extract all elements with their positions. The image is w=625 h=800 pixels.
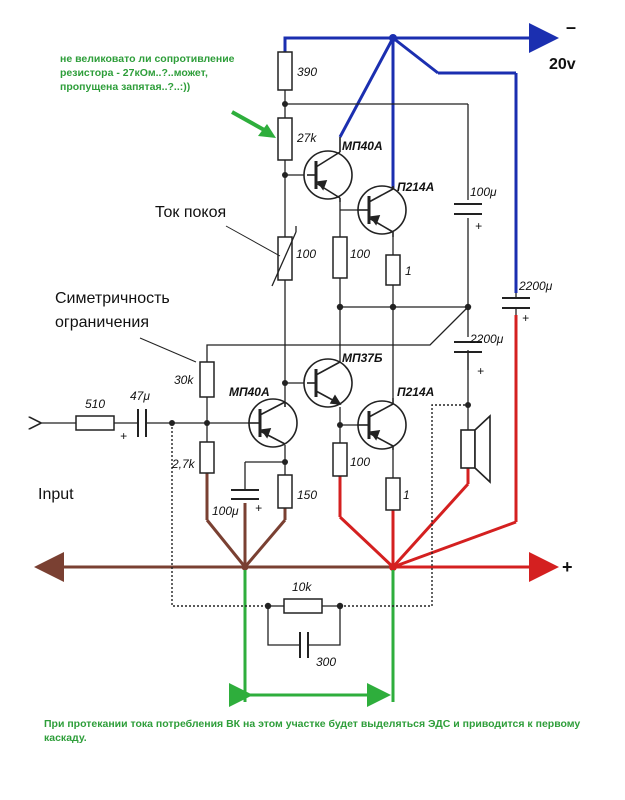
- feedback-section: [229, 570, 395, 707]
- feedback-note: При протекании тока потребления ВК на эт…: [44, 718, 581, 744]
- trimmer-100: [277, 236, 293, 281]
- label-100-lower: 100: [350, 455, 370, 469]
- label-plus: +: [562, 557, 573, 577]
- label-30k: 30k: [174, 373, 194, 387]
- label-510: 510: [85, 397, 105, 411]
- label-27k: 27k: [296, 131, 317, 145]
- label-cap-plus-4: +: [120, 429, 127, 443]
- junction-dots: [169, 101, 472, 610]
- rail-junction: [389, 563, 397, 571]
- resistor-30k: [199, 361, 215, 398]
- trimmer-arrow: [271, 226, 297, 287]
- label-q5: П214А: [397, 385, 434, 399]
- note-arrow: [231, 110, 276, 138]
- rail-junction: [241, 563, 249, 571]
- label-q1: МП40А: [342, 139, 383, 153]
- label-input: Input: [38, 486, 74, 503]
- label-symmetry-2: ограничения: [55, 314, 149, 331]
- transistor-q2: [357, 185, 407, 237]
- resistor-390: [277, 51, 293, 91]
- label-q4: МП40А: [229, 385, 270, 399]
- label-47u: 47μ: [130, 389, 150, 403]
- transistors: [248, 137, 407, 450]
- transistor-q4: [248, 398, 298, 448]
- resistor-100-upper: [332, 236, 348, 279]
- label-10k: 10k: [292, 580, 312, 594]
- label-trimmer-100: 100: [296, 247, 316, 261]
- resistor-10k: [283, 598, 323, 614]
- transistor-q5: [357, 398, 407, 450]
- wiring: [40, 90, 469, 646]
- capacitors: [137, 203, 530, 658]
- rail-junction: [389, 34, 397, 42]
- negative-rail: [283, 23, 559, 293]
- label-cap-plus-3: +: [477, 364, 484, 378]
- leader-lines: [139, 225, 281, 363]
- label-100u-lower: 100μ: [212, 504, 239, 518]
- label-2200u-right: 2200μ: [518, 279, 553, 293]
- label-minus: –: [566, 17, 576, 37]
- resistor-2-7k: [199, 441, 215, 474]
- cap-connection-wires: [467, 293, 517, 370]
- label-1-upper: 1: [405, 264, 412, 278]
- ground-rail: [34, 473, 393, 582]
- resistor-27k: [277, 117, 293, 161]
- label-cap-plus-5: +: [255, 501, 262, 515]
- label-100-upper: 100: [350, 247, 370, 261]
- label-quiescent-current: Ток покоя: [155, 204, 226, 221]
- label-390: 390: [297, 65, 317, 79]
- positive-rail: [338, 315, 559, 582]
- transistor-q1: [303, 137, 353, 202]
- label-voltage: 20v: [549, 56, 576, 73]
- label-symmetry-1: Симетричность: [55, 290, 170, 307]
- resistor-510: [75, 415, 115, 431]
- label-2-7k: 2,7k: [171, 457, 196, 471]
- dotted-wiring: [171, 404, 468, 607]
- transistor-q3: [303, 358, 353, 408]
- label-cap-plus-1: +: [475, 219, 482, 233]
- resistor-1-upper: [385, 254, 401, 286]
- resistor-note: не великовато ли сопротивление резистора…: [60, 53, 235, 93]
- label-q3: МП37Б: [342, 351, 383, 365]
- resistor-150: [277, 474, 293, 509]
- label-300: 300: [316, 655, 336, 669]
- speaker-icon: [460, 414, 491, 484]
- label-150: 150: [297, 488, 317, 502]
- label-100u-upper: 100μ: [470, 185, 497, 199]
- resistor-100-lower: [332, 442, 348, 477]
- label-q2: П214А: [397, 180, 434, 194]
- label-cap-plus-2: +: [522, 311, 529, 325]
- resistor-1-lower: [385, 477, 401, 511]
- label-2200u-lower: 2200μ: [469, 332, 504, 346]
- label-1-lower: 1: [403, 488, 410, 502]
